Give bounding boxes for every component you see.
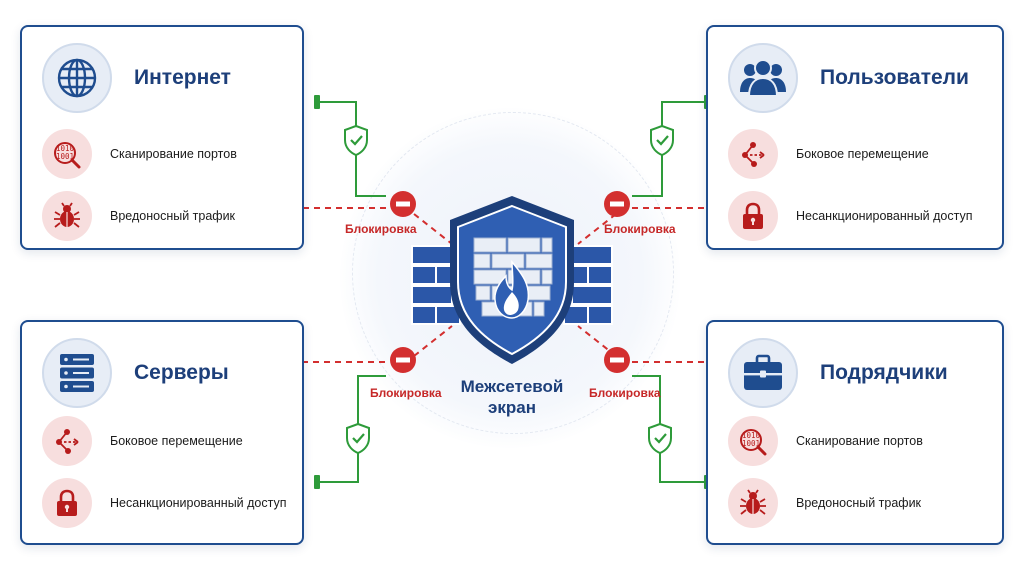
card-title-contractors: Подрядчики	[820, 361, 948, 384]
threat-item: 1010 1001 Сканирование портов	[42, 129, 237, 179]
threat-item: 1010 1001 Сканирование портов	[728, 416, 923, 466]
card-title-servers: Серверы	[134, 361, 229, 384]
firewall-label-line2: экран	[487, 398, 536, 417]
lateral-movement-icon	[728, 129, 778, 179]
threat-label: Вредоносный трафик	[796, 496, 922, 510]
globe-icon	[42, 43, 112, 113]
card-servers: Серверы Боковое перемещение Несанкционир…	[20, 320, 304, 545]
center-ring	[352, 112, 674, 434]
block-label-bottom-left: Блокировка	[370, 386, 442, 400]
svg-text:1001: 1001	[56, 152, 74, 161]
bug-icon	[42, 191, 92, 241]
block-label-bottom-right: Блокировка	[589, 386, 661, 400]
threat-item: Вредоносный трафик	[42, 191, 235, 241]
block-sign-icon	[390, 191, 630, 373]
shield-check-icon	[344, 124, 674, 455]
threat-label: Боковое перемещение	[110, 434, 243, 448]
card-users: Пользователи Боковое перемещение Несанкц…	[706, 25, 1004, 250]
threat-label: Вредоносный трафик	[110, 209, 236, 223]
card-title-users: Пользователи	[820, 66, 969, 89]
lock-icon	[728, 191, 778, 241]
threat-label: Сканирование портов	[110, 147, 237, 161]
firewall-label: Межсетевой экран	[432, 376, 592, 418]
server-icon	[42, 338, 112, 408]
lock-icon	[42, 478, 92, 528]
binary-search-icon: 1010 1001	[42, 129, 92, 179]
card-internet: Интернет 1010 1001 Сканирование портов В…	[20, 25, 304, 250]
card-title-internet: Интернет	[134, 66, 231, 89]
lateral-movement-icon	[42, 416, 92, 466]
block-label-top-right: Блокировка	[604, 222, 676, 236]
svg-text:1010: 1010	[56, 144, 75, 153]
firewall-shield-icon	[450, 196, 574, 364]
threat-label: Несанкционированный доступ	[796, 209, 973, 223]
threat-item: Несанкционированный доступ	[728, 191, 973, 241]
threat-label: Несанкционированный доступ	[110, 496, 287, 510]
threat-item: Боковое перемещение	[728, 129, 929, 179]
threat-item: Боковое перемещение	[42, 416, 243, 466]
brick-wall-icon	[411, 245, 613, 325]
threat-item: Вредоносный трафик	[728, 478, 921, 528]
svg-text:1001: 1001	[742, 439, 760, 448]
svg-text:1010: 1010	[742, 431, 761, 440]
card-contractors: Подрядчики 1010 1001 Сканирование портов…	[706, 320, 1004, 545]
binary-search-icon: 1010 1001	[728, 416, 778, 466]
briefcase-icon	[728, 338, 798, 408]
bug-icon	[728, 478, 778, 528]
block-label-top-left: Блокировка	[345, 222, 417, 236]
threat-label: Сканирование портов	[796, 434, 923, 448]
users-icon	[728, 43, 798, 113]
threat-item: Несанкционированный доступ	[42, 478, 287, 528]
firewall-label-line1: Межсетевой	[460, 377, 564, 396]
threat-label: Боковое перемещение	[796, 147, 929, 161]
